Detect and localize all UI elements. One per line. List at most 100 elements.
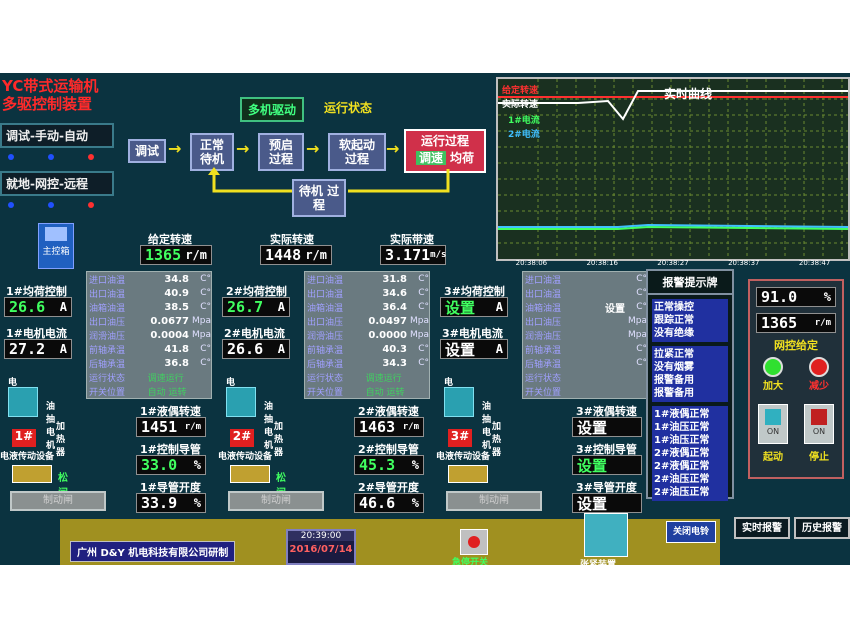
param-unit: C° [200, 274, 211, 284]
param-value: 36.8 [164, 357, 189, 369]
param-row: 后轴承温 C° [523, 356, 647, 370]
run-state-value: 调速运行 [365, 373, 402, 384]
param-label: 油箱油温 [525, 303, 562, 314]
series-actual [498, 90, 848, 121]
hydro-speed-unit: r/m [184, 422, 201, 432]
param-value: 34.3 [382, 357, 407, 369]
brake-button[interactable]: 制动闸 [228, 491, 324, 511]
mode-indicator-manual[interactable] [48, 154, 54, 160]
realtime-chart: 实时曲线 给定转速 实际转速 1#电流 2#电流 [496, 77, 850, 261]
mode-selector-2[interactable]: 就地-网控-远程 [0, 171, 114, 208]
current-label: 1#电机电流 [6, 327, 67, 340]
stop-label: 停止 [809, 452, 829, 463]
flow-normal-standby[interactable]: 正常 待机 [190, 133, 234, 171]
flow-pre-start[interactable]: 预启 过程 [258, 133, 304, 171]
mode-indicator-remote[interactable] [88, 202, 94, 208]
run-state-title: 运行状态 [324, 101, 373, 115]
switch-pos-value: 自动 运转 [365, 387, 405, 398]
heater-label: 加热器 [492, 422, 502, 458]
load-value: 26.6 [9, 298, 46, 316]
mode-indicator-debug[interactable] [8, 154, 14, 160]
current-display: 26.6 A [222, 339, 290, 359]
realtime-alarm-button[interactable]: 实时报警 [734, 517, 790, 539]
brake-button[interactable]: 制动闸 [10, 491, 106, 511]
mode2-dots [0, 202, 114, 208]
alarm-item: 1#油压正常 [654, 422, 710, 433]
hydro-speed-display: 设置 [572, 417, 642, 437]
param-row: 润滑油压 0.0004 Mpa [87, 328, 211, 342]
load-label: 3#均荷控制 [444, 285, 505, 298]
company-label: 广州 D&Y 机电科技有限公司研制 [70, 541, 236, 562]
param-unit: C° [636, 274, 647, 284]
legend-current2: 2#电流 [508, 130, 540, 140]
tension-device-button[interactable] [584, 513, 628, 557]
legend-actual: 实际转速 [502, 100, 539, 110]
belt-speed-display: 3.171 m/s [380, 245, 446, 265]
param-label: 出口油压 [525, 317, 562, 328]
start-switch[interactable]: ON [758, 404, 788, 444]
param-value: 40.3 [382, 343, 407, 355]
actual-speed-unit: r/m [305, 248, 327, 262]
param-row: 前轴承温 40.3 C° [305, 342, 429, 356]
flow-run-process[interactable]: 运行过程 调速 均荷 [404, 129, 486, 173]
decrease-button[interactable] [809, 357, 829, 377]
mode-indicator-auto[interactable] [88, 154, 94, 160]
param-row: 开关位置 自动 运转 [87, 384, 211, 398]
brake-button[interactable]: 制动闸 [446, 491, 542, 511]
stop-indicator [811, 409, 827, 425]
app-title: YC带式运输机 多驱控制装置 [2, 77, 98, 113]
stop-switch[interactable]: ON [804, 404, 834, 444]
load-value: 设置 [445, 298, 476, 317]
param-row: 运行状态 [523, 370, 647, 384]
param-row: 进口油温 34.8 C° [87, 272, 211, 286]
current-value: 设置 [445, 340, 476, 359]
control-speed-display: 1365 r/m [756, 313, 836, 333]
param-unit: C° [636, 302, 647, 312]
param-unit: C° [418, 302, 429, 312]
coupling-icon [448, 465, 488, 483]
mode-indicator-net[interactable] [48, 202, 54, 208]
guide-ctrl-value: 45.3 [359, 456, 396, 474]
param-value: 41.8 [164, 343, 189, 355]
run-state-label: 运行状态 [89, 373, 126, 384]
mode-indicator-local[interactable] [8, 202, 14, 208]
mode-selector-1[interactable]: 调试-手动-自动 [0, 123, 114, 160]
history-alarm-button[interactable]: 历史报警 [794, 517, 850, 539]
param-row: 油箱油温 设置 C° [523, 300, 647, 315]
param-label: 进口油温 [89, 275, 126, 286]
equal-load-badge[interactable]: 均荷 [450, 151, 475, 165]
current-label: 3#电机电流 [442, 327, 503, 340]
date-value: 2016/07/14 [289, 544, 353, 555]
current-unit: A [277, 342, 285, 356]
speed-adjust-badge[interactable]: 调速 [415, 151, 446, 165]
close-bell-button[interactable]: 关闭电铃 [666, 521, 716, 543]
param-panel: 进口油温 31.8 C° 出口油温 34.6 C° 油箱油温 36.4 C° 出… [304, 271, 430, 399]
hydro-speed-display: 1451 r/m [136, 417, 206, 437]
mode1-label: 调试-手动-自动 [0, 123, 114, 148]
given-speed-value: 1365 [145, 246, 182, 264]
given-speed-unit: r/m [185, 248, 207, 262]
main-control-button[interactable]: 主控箱 [38, 223, 74, 269]
guide-ctrl-unit: % [193, 458, 201, 472]
guide-ctrl-display: 45.3 % [354, 455, 424, 475]
param-row: 出口油压 0.0677 Mpa [87, 314, 211, 328]
increase-button[interactable] [763, 357, 783, 377]
guide-ctrl-label: 2#控制导管 [358, 443, 419, 456]
flow-debug[interactable]: 调试 [128, 139, 166, 163]
percent-unit: % [823, 290, 831, 304]
motor-icon [226, 387, 256, 417]
drive-equipment-label: 电液传动设备 [0, 452, 55, 462]
flow-soft-start[interactable]: 软起动 过程 [328, 133, 386, 171]
alarm-item: 没有烟雾 [654, 362, 694, 373]
alarm-item: 拉紧正常 [654, 349, 694, 360]
start-label: 起动 [763, 452, 783, 463]
control-panel: 91.0 % 1365 r/m 网控给定 加大 减少 ON ON 起 [748, 279, 844, 479]
load-label: 2#均荷控制 [226, 285, 287, 298]
arrow-icon: → [386, 139, 400, 158]
series-current1 [498, 225, 849, 230]
emergency-stop-button[interactable] [460, 529, 488, 555]
param-label: 后轴承温 [307, 359, 344, 370]
flow-standby-process[interactable]: 待机 过程 [292, 179, 346, 217]
drive-equipment-label: 电液传动设备 [436, 452, 491, 462]
param-label: 出口油温 [525, 289, 562, 300]
